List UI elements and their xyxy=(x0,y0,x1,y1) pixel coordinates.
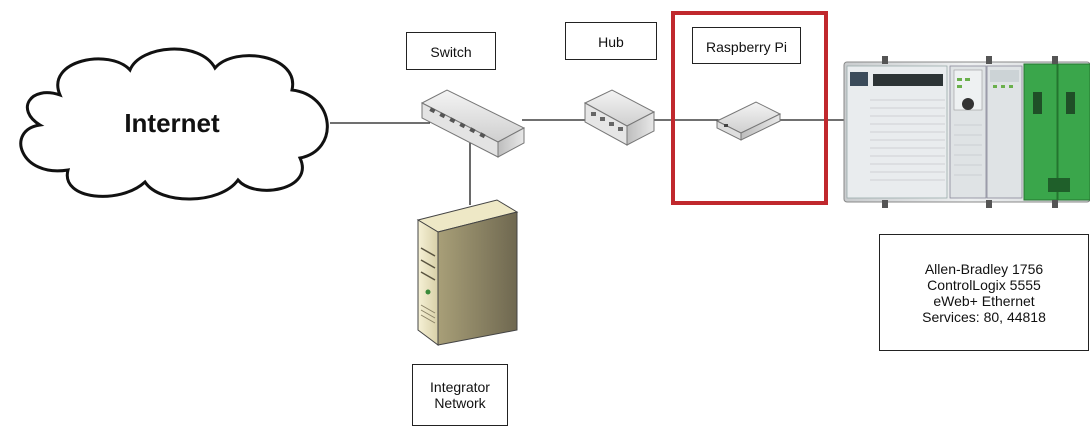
raspberry-pi-highlight xyxy=(671,11,828,205)
plc-info-line2: ControlLogix 5555 xyxy=(927,277,1041,293)
plc-info-box: Allen-Bradley 1756 ControlLogix 5555 eWe… xyxy=(879,234,1089,351)
raspberry-pi-label-box: Raspberry Pi xyxy=(692,27,801,64)
cloud-icon xyxy=(19,47,329,201)
switch-label-box: Switch xyxy=(406,32,496,70)
connection-lines xyxy=(330,119,852,205)
hub-icon xyxy=(583,89,656,146)
hub-label: Hub xyxy=(598,34,624,50)
plc-info-line4: Services: 80, 44818 xyxy=(922,309,1046,325)
raspberry-pi-label: Raspberry Pi xyxy=(706,39,787,55)
plc-chassis-icon xyxy=(843,56,1090,208)
switch-label: Switch xyxy=(430,44,472,60)
integrator-network-label-box: Integrator Network xyxy=(412,364,508,426)
integrator-network-label-line2: Network xyxy=(434,395,486,411)
raspberry-pi-icon xyxy=(715,101,782,141)
integrator-network-label-line1: Integrator xyxy=(430,379,490,395)
internet-label: Internet xyxy=(124,108,220,138)
switch-icon xyxy=(420,89,526,158)
server-tower-icon xyxy=(416,199,519,346)
plc-info-line1: Allen-Bradley 1756 xyxy=(924,261,1044,277)
plc-info-line3: eWeb+ Ethernet xyxy=(933,293,1035,309)
hub-label-box: Hub xyxy=(565,22,657,60)
